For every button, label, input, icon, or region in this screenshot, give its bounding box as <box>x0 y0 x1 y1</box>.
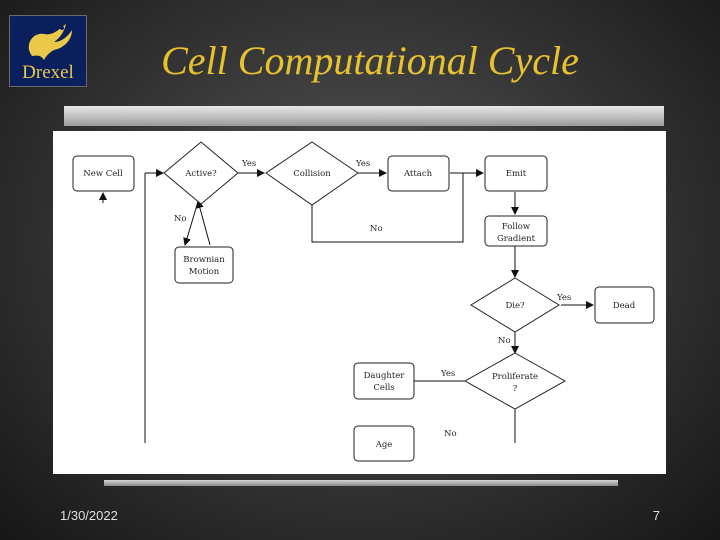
dragon-icon <box>28 24 72 60</box>
page-number: 7 <box>652 508 660 523</box>
node-proliferate-label-1: Proliferate <box>492 372 538 382</box>
node-emit: Emit <box>484 155 548 192</box>
node-follow-gradient-label-2: Gradient <box>497 234 536 244</box>
node-attach-label: Attach <box>403 169 433 179</box>
edge-label-die-no: No <box>498 336 511 346</box>
node-follow-gradient: Follow Gradient <box>484 215 548 247</box>
node-age: Age <box>353 425 415 462</box>
flowchart: New Cell Active? Collision Attach Emit F… <box>53 131 666 474</box>
edge-label-proliferate-yes: Yes <box>440 369 455 379</box>
node-active-decision: Active? <box>163 141 239 205</box>
node-dead-label: Dead <box>613 301 636 311</box>
node-emit-label: Emit <box>506 169 527 179</box>
footer-date: 1/30/2022 <box>60 508 118 523</box>
node-follow-gradient-label-1: Follow <box>502 222 531 232</box>
drexel-logo: Drexel <box>9 15 87 87</box>
node-proliferate-decision: Proliferate ? <box>463 352 567 410</box>
connectors <box>99 169 594 443</box>
slide-title: Cell Computational Cycle <box>161 38 579 83</box>
node-collision-decision: Collision <box>265 141 359 206</box>
logo-text: Drexel <box>22 62 74 83</box>
node-die-decision: Die? <box>470 277 560 333</box>
node-proliferate-label-2: ? <box>513 384 518 394</box>
node-daughter-label-1: Daughter <box>364 371 406 381</box>
edge-label-active-yes: Yes <box>241 159 256 169</box>
node-daughter-cells: Daughter Cells <box>353 362 415 400</box>
node-new-cell-label: New Cell <box>83 169 123 179</box>
edge-label-active-no: No <box>174 214 187 224</box>
node-daughter-label-2: Cells <box>373 383 394 393</box>
edge-label-collision-no: No <box>370 224 383 234</box>
edge-label-proliferate-no: No <box>444 429 457 439</box>
node-brownian-label-1: Brownian <box>183 255 225 265</box>
diagram-frame-top <box>64 106 664 126</box>
node-brownian-label-2: Motion <box>189 267 220 277</box>
edge-label-collision-yes: Yes <box>355 159 370 169</box>
node-new-cell: New Cell <box>72 155 135 192</box>
node-brownian-motion: Brownian Motion <box>174 246 234 284</box>
edge-label-die-yes: Yes <box>556 293 571 303</box>
node-age-label: Age <box>375 440 393 450</box>
diagram-frame-bottom <box>104 480 618 486</box>
node-attach: Attach <box>387 155 450 192</box>
node-die-label: Die? <box>505 301 525 311</box>
node-dead: Dead <box>594 286 655 324</box>
node-collision-label: Collision <box>293 169 331 179</box>
node-active-label: Active? <box>184 169 217 179</box>
